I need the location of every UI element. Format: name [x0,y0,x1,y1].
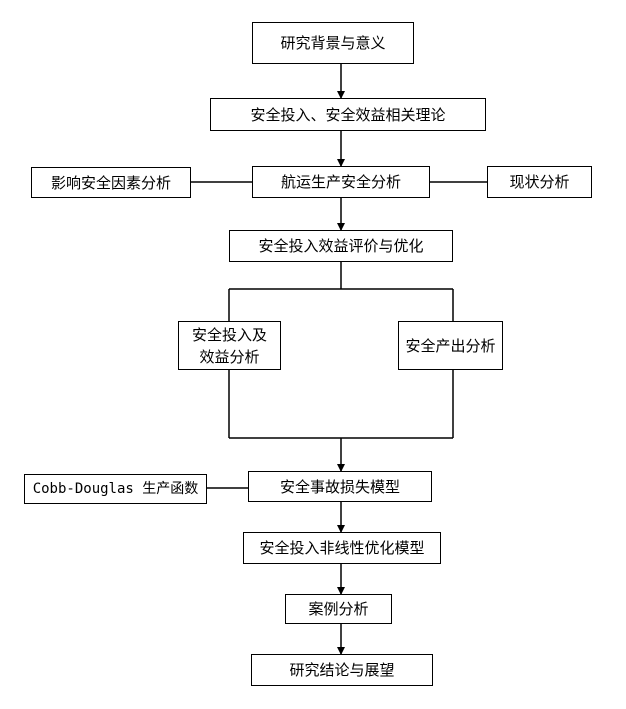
node-input-benefit-analysis: 安全投入及效益分析 [178,321,281,370]
node-theory: 安全投入、安全效益相关理论 [210,98,486,131]
node-influence-factors: 影响安全因素分析 [31,167,191,198]
node-research-background: 研究背景与意义 [252,22,414,64]
node-evaluation-optimization: 安全投入效益评价与优化 [229,230,453,262]
node-cobb-douglas: Cobb-Douglas 生产函数 [24,474,207,504]
node-shipping-safety: 航运生产安全分析 [252,166,430,198]
node-status-analysis: 现状分析 [487,166,592,198]
node-case-analysis: 案例分析 [285,594,392,624]
node-nonlinear-model: 安全投入非线性优化模型 [243,532,441,564]
node-conclusion: 研究结论与展望 [251,654,433,686]
node-loss-model: 安全事故损失模型 [248,471,432,502]
node-output-analysis: 安全产出分析 [398,321,503,370]
